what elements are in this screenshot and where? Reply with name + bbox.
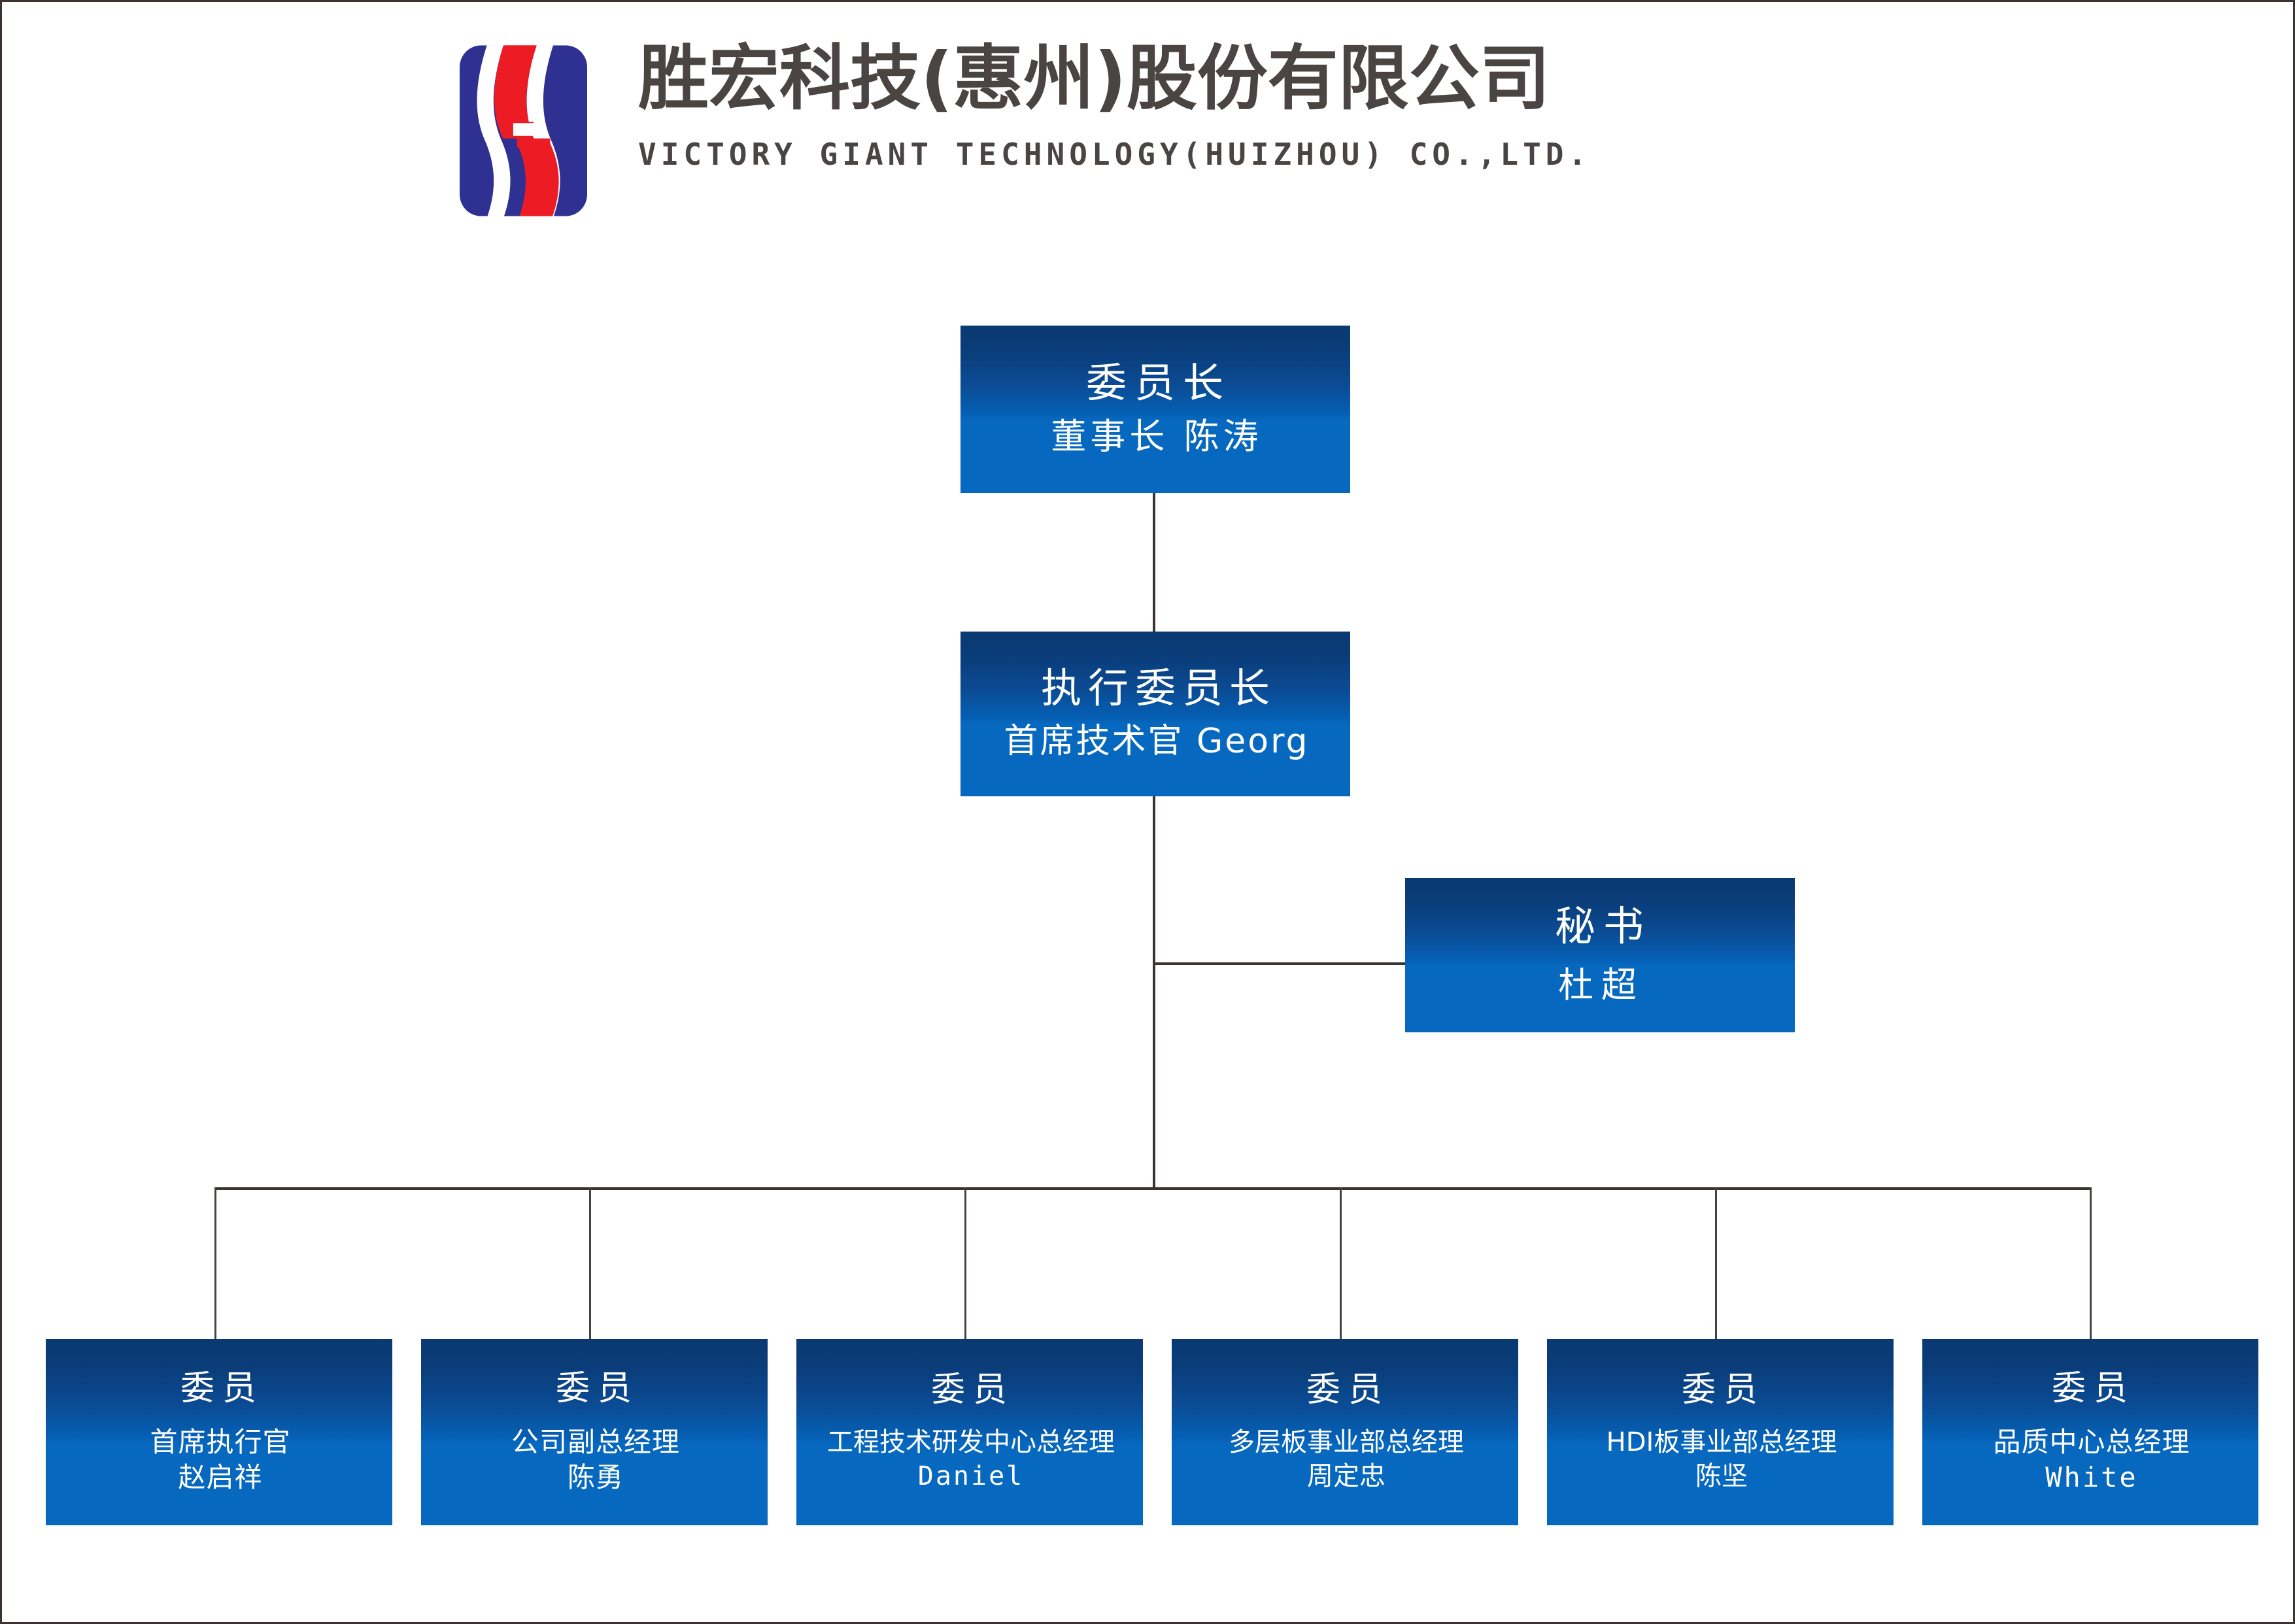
connector-exec-trunk (1153, 796, 1155, 1190)
company-name-en: VICTORY GIANT TECHNOLOGY(HUIZHOU) CO.,LT… (638, 137, 1591, 172)
node-member-quality-name: White (2045, 1461, 2138, 1493)
node-member-multilayer-title: 多层板事业部总经理 (1229, 1427, 1464, 1458)
node-member-hdi-role: 委员 (1681, 1370, 1765, 1410)
node-member-multilayer[interactable]: 委员 多层板事业部总经理 周定忠 (1172, 1339, 1518, 1525)
node-member-ceo-name: 赵启祥 (178, 1461, 263, 1493)
node-member-multilayer-name: 周定忠 (1307, 1461, 1386, 1491)
node-executive-chairman-role: 执行委员长 (1040, 664, 1276, 712)
node-member-rnd-role: 委员 (930, 1370, 1015, 1410)
node-member-hdi[interactable]: 委员 HDI板事业部总经理 陈坚 (1547, 1339, 1894, 1525)
node-member-deputy-gm-detail: 公司副总经理 陈勇 (509, 1425, 680, 1495)
node-member-ceo-title: 首席执行官 (150, 1425, 291, 1458)
connector-drop-member-5 (1715, 1187, 1717, 1339)
node-member-rnd[interactable]: 委员 工程技术研发中心总经理 Daniel (796, 1339, 1143, 1525)
connector-drop-member-4 (1340, 1187, 1342, 1339)
node-member-rnd-title: 工程技术研发中心总经理 (827, 1427, 1115, 1458)
node-member-rnd-name: Daniel (917, 1461, 1025, 1491)
node-member-quality-role: 委员 (2051, 1368, 2135, 1408)
node-member-multilayer-detail: 多层板事业部总经理 周定忠 (1226, 1426, 1464, 1493)
node-chairman-detail: 董事长 陈涛 (1051, 415, 1263, 457)
node-member-ceo-role: 委员 (180, 1368, 264, 1408)
node-chairman-role: 委员长 (1085, 359, 1231, 407)
node-member-deputy-gm-title: 公司副总经理 (511, 1425, 680, 1458)
node-chairman[interactable]: 委员长 董事长 陈涛 (960, 326, 1350, 493)
company-name-cn: 胜宏科技(惠州)股份有限公司 (638, 38, 1550, 120)
node-member-deputy-gm[interactable]: 委员 公司副总经理 陈勇 (421, 1339, 768, 1525)
node-secretary[interactable]: 秘书 杜超 (1405, 878, 1795, 1032)
node-member-multilayer-role: 委员 (1306, 1370, 1390, 1410)
node-member-hdi-detail: HDI板事业部总经理 陈坚 (1604, 1426, 1837, 1493)
node-member-deputy-gm-role: 委员 (555, 1368, 639, 1408)
node-member-ceo-detail: 首席执行官 赵启祥 (147, 1425, 290, 1495)
connector-member-bus (214, 1187, 2091, 1190)
node-member-deputy-gm-name: 陈勇 (567, 1461, 624, 1493)
node-member-ceo[interactable]: 委员 首席执行官 赵启祥 (46, 1339, 392, 1525)
node-member-quality-detail: 品质中心总经理 White (1990, 1425, 2190, 1495)
node-member-quality-title: 品质中心总经理 (1993, 1425, 2190, 1458)
node-executive-chairman[interactable]: 执行委员长 首席技术官 Georg (960, 632, 1350, 796)
company-name-block: 胜宏科技(惠州)股份有限公司 VICTORY GIANT TECHNOLOGY(… (638, 38, 1591, 173)
node-executive-chairman-detail: 首席技术官 Georg (1004, 722, 1310, 761)
node-member-hdi-name: 陈坚 (1695, 1461, 1748, 1491)
connector-exec-to-secretary (1153, 962, 1406, 965)
node-secretary-detail: 杜超 (1558, 964, 1644, 1006)
connector-chairman-to-exec (1153, 492, 1155, 633)
connector-drop-member-3 (964, 1187, 966, 1339)
connector-drop-member-2 (589, 1187, 591, 1339)
victory-giant-logo-icon (460, 45, 587, 216)
connector-drop-member-1 (214, 1187, 216, 1339)
node-member-quality[interactable]: 委员 品质中心总经理 White (1922, 1339, 2258, 1525)
connector-drop-member-6 (2090, 1187, 2092, 1339)
node-member-hdi-title: HDI板事业部总经理 (1606, 1427, 1837, 1458)
node-member-rnd-detail: 工程技术研发中心总经理 Daniel (824, 1426, 1115, 1493)
node-secretary-role: 秘书 (1554, 902, 1652, 951)
company-header: 胜宏科技(惠州)股份有限公司 VICTORY GIANT TECHNOLOGY(… (460, 40, 1591, 216)
